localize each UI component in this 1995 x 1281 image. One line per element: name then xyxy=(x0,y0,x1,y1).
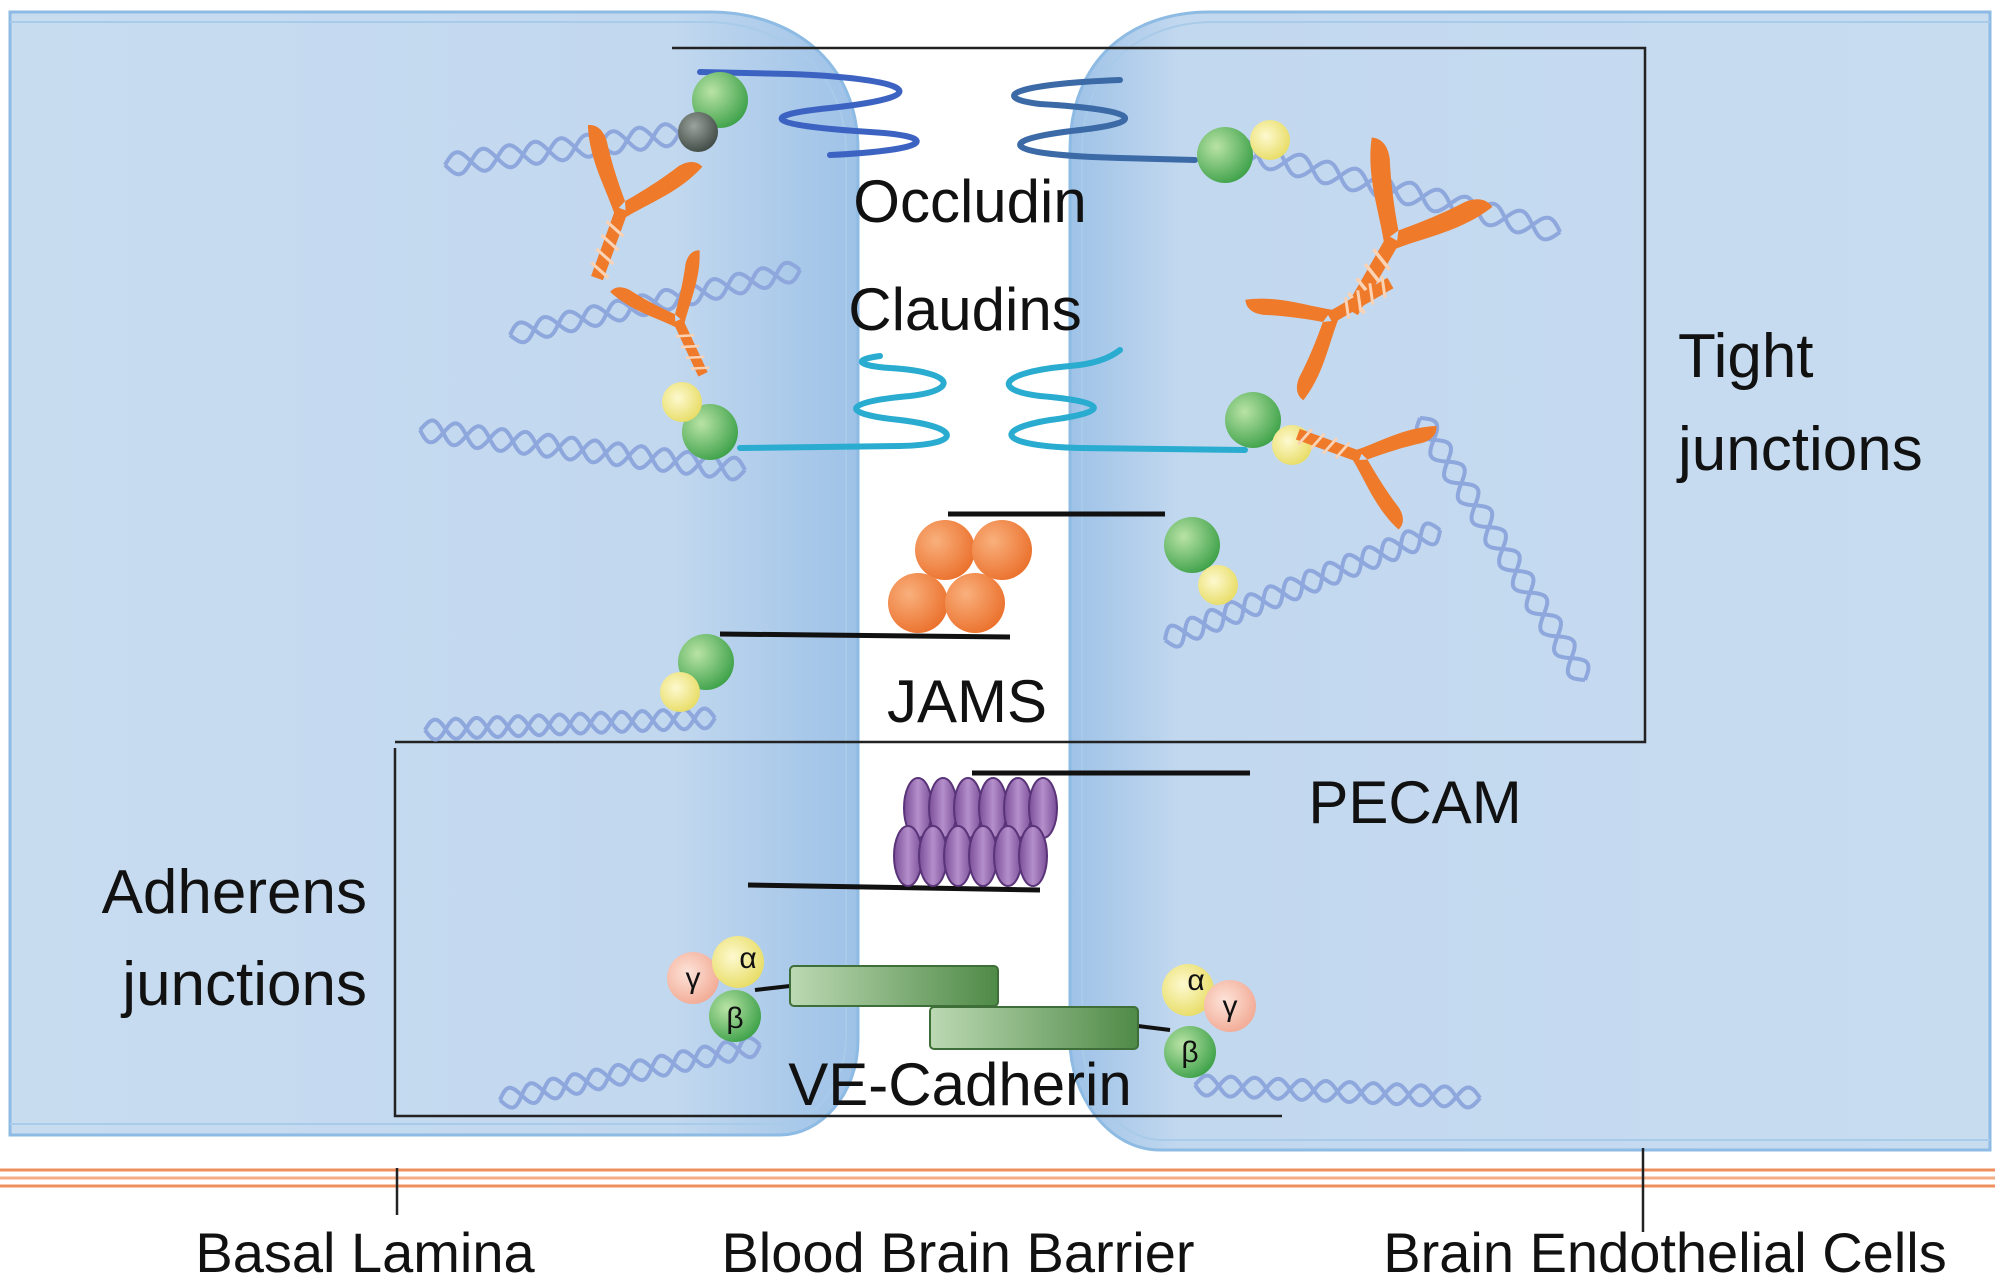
basal-lamina-label: Basal Lamina xyxy=(195,1221,535,1281)
occludin-label: Occludin xyxy=(853,168,1086,235)
left-endothelial-cell xyxy=(8,10,860,1137)
ve-cadherin-label: VE-Cadherin xyxy=(788,1051,1132,1118)
actin-filaments xyxy=(418,118,1591,1110)
actin-strand xyxy=(443,122,707,173)
actin-strand xyxy=(508,266,802,339)
pecam-oval xyxy=(968,825,998,887)
adherens-junctions-label-line1: Adherens xyxy=(102,858,367,927)
jam-proteins xyxy=(719,511,1165,640)
catenin-alpha-label-left: α xyxy=(739,942,756,975)
catenin-gamma-label-left: γ xyxy=(686,962,701,995)
catenin-complex-left: γ α β xyxy=(667,936,764,1042)
adherens-junctions-label-line2: junctions xyxy=(120,950,367,1019)
actin-strand xyxy=(418,418,747,482)
pecam-oval xyxy=(918,825,948,887)
basal-lamina-layer xyxy=(0,1168,1995,1188)
ve-cadherin-complex xyxy=(754,965,1171,1050)
actin-strand xyxy=(1228,138,1562,242)
actin-strand xyxy=(1419,416,1586,682)
catenin-beta-label-left: β xyxy=(726,1002,743,1035)
brain-endothelial-cells-label: Brain Endothelial Cells xyxy=(1383,1221,1946,1281)
claudins-label: Claudins xyxy=(848,276,1081,343)
blood-brain-barrier-label: Blood Brain Barrier xyxy=(721,1221,1194,1281)
actin-strand xyxy=(1193,1073,1482,1110)
right-endothelial-cell xyxy=(1068,10,1992,1152)
catenin-alpha-label-right: α xyxy=(1187,964,1204,997)
tight-junctions-label-line1: Tight xyxy=(1678,322,1814,391)
occludin-strands xyxy=(697,69,1198,163)
claudin-strands xyxy=(737,347,1248,453)
jams-label: JAMS xyxy=(887,668,1047,735)
tight-junctions-label-line2: junctions xyxy=(1676,415,1923,484)
catenin-complex-right: α γ β xyxy=(1162,964,1256,1078)
pecam-oval xyxy=(993,825,1023,887)
adaptor-spheres xyxy=(660,72,1312,712)
pecam-label: PECAM xyxy=(1308,769,1521,836)
pecam-oval xyxy=(943,825,973,887)
pecam-proteins xyxy=(747,770,1250,893)
pecam-oval xyxy=(1018,825,1048,887)
actin-strand xyxy=(498,1039,762,1106)
pecam-oval xyxy=(893,825,923,887)
actin-strand xyxy=(423,707,717,741)
actin-strand xyxy=(1163,529,1442,641)
catenin-beta-label-right: β xyxy=(1181,1036,1198,1069)
catenin-gamma-label-right: γ xyxy=(1223,990,1238,1023)
adherens-junction-box xyxy=(393,748,1282,1118)
tight-junction-box xyxy=(395,46,1647,744)
